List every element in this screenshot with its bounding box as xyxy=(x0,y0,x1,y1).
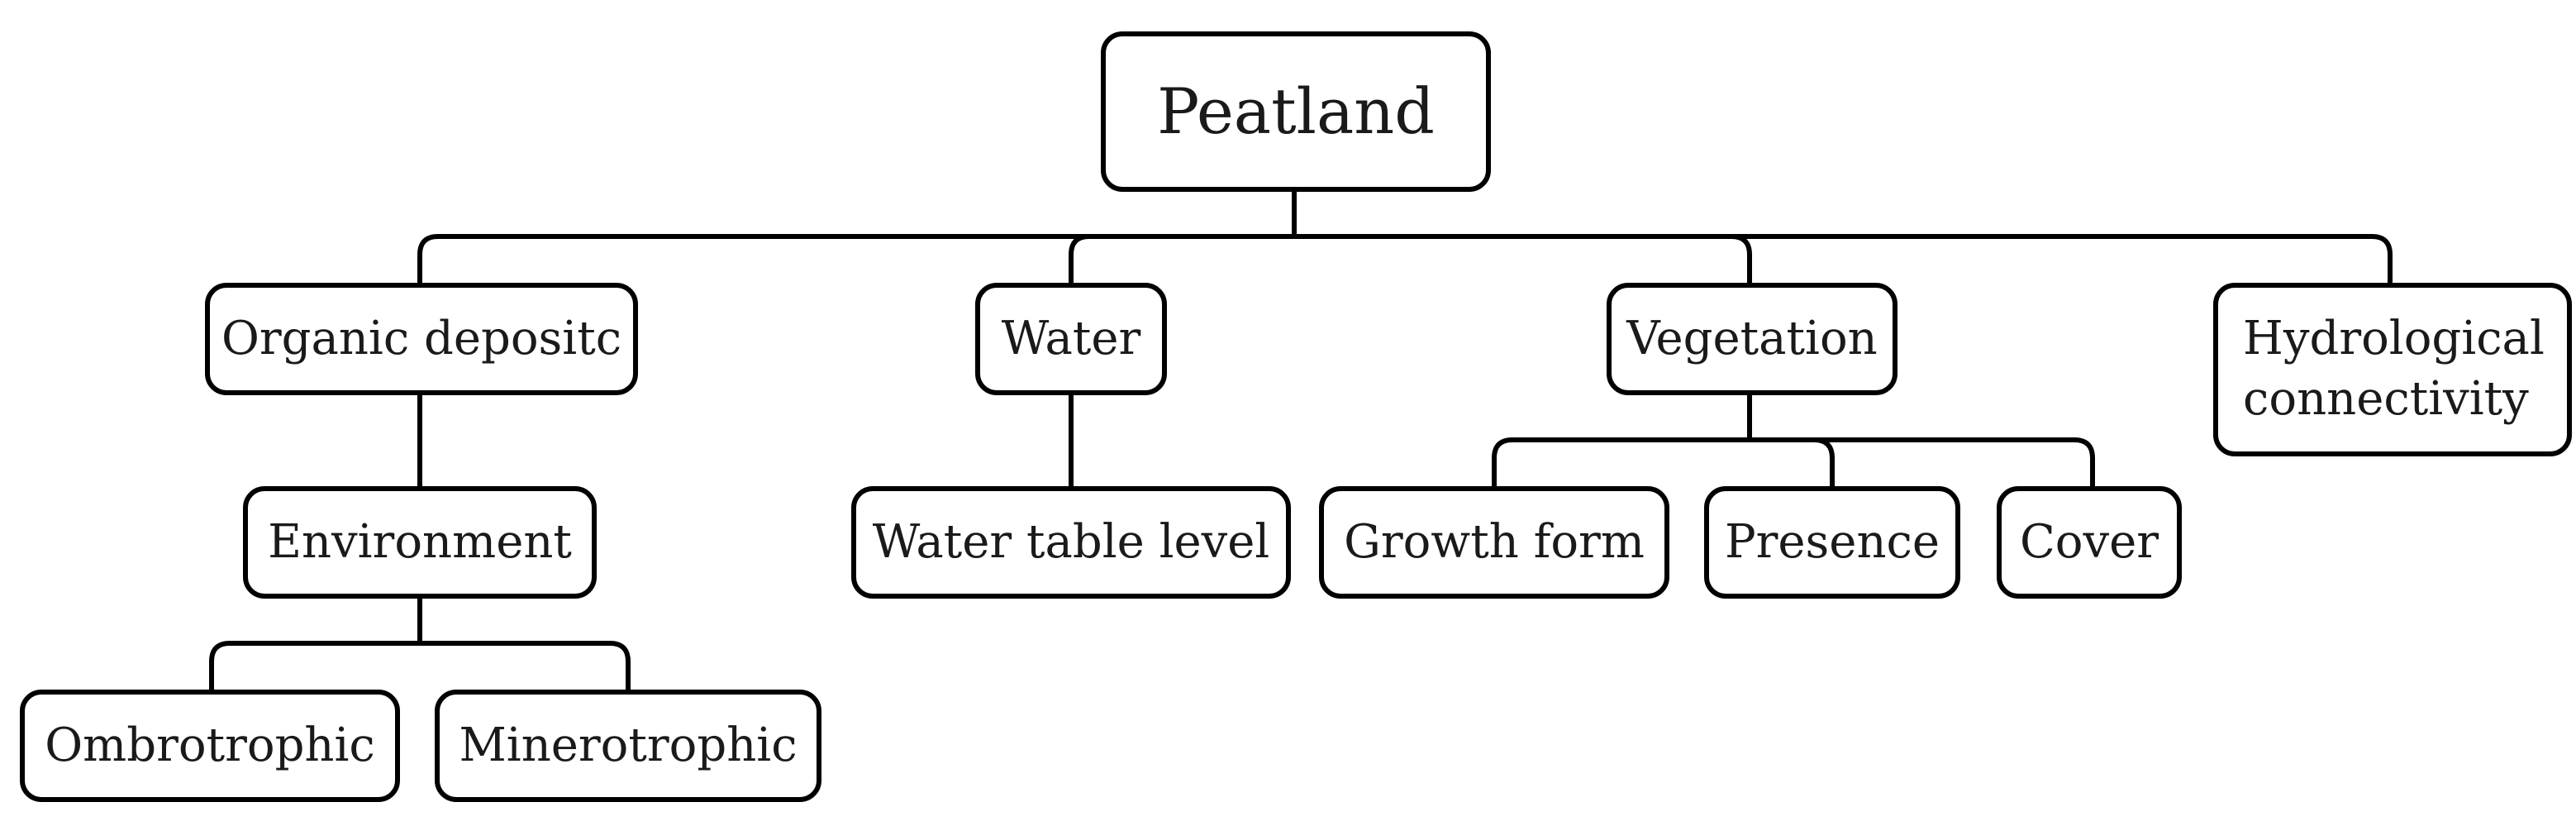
node-environment-label: Environment xyxy=(268,514,572,569)
node-cover: Cover xyxy=(1997,486,2182,599)
node-ombrotrophic: Ombrotrophic xyxy=(20,690,400,802)
connector-cover xyxy=(2072,437,2095,489)
node-cover-label: Cover xyxy=(2019,514,2159,569)
connector-organic xyxy=(417,234,440,285)
connector-ombro xyxy=(209,641,232,692)
node-environment: Environment xyxy=(243,486,597,599)
connector-hydro xyxy=(2369,234,2393,285)
connector-growth xyxy=(1492,437,1515,489)
connector-minero xyxy=(607,641,631,692)
node-water-label: Water xyxy=(1001,311,1141,365)
node-peatland-label: Peatland xyxy=(1157,74,1435,148)
node-water-table-level: Water table level xyxy=(851,486,1291,599)
node-presence-label: Presence xyxy=(1724,514,1940,569)
connector-presence xyxy=(1812,437,1835,489)
node-minerotrophic: Minerotrophic xyxy=(435,690,821,802)
node-vegetation-label: Vegetation xyxy=(1626,311,1878,365)
node-hydrological-connectivity-label: Hydrological connectivity xyxy=(2243,312,2545,426)
node-organic-deposit: Organic depositc xyxy=(205,283,638,395)
node-presence: Presence xyxy=(1704,486,1960,599)
node-ombrotrophic-label: Ombrotrophic xyxy=(45,718,375,772)
node-water-table-level-label: Water table level xyxy=(872,514,1270,569)
node-vegetation: Vegetation xyxy=(1607,283,1897,395)
node-organic-deposit-label: Organic depositc xyxy=(221,311,622,365)
connector-vegetation xyxy=(1729,234,1752,285)
node-hydrological-connectivity: Hydrological connectivity xyxy=(2213,283,2572,456)
connector-water xyxy=(1069,234,1092,285)
node-growth-form-label: Growth form xyxy=(1344,514,1645,569)
node-peatland: Peatland xyxy=(1101,31,1491,192)
node-growth-form: Growth form xyxy=(1319,486,1669,599)
node-water: Water xyxy=(975,283,1167,395)
node-minerotrophic-label: Minerotrophic xyxy=(459,718,798,772)
